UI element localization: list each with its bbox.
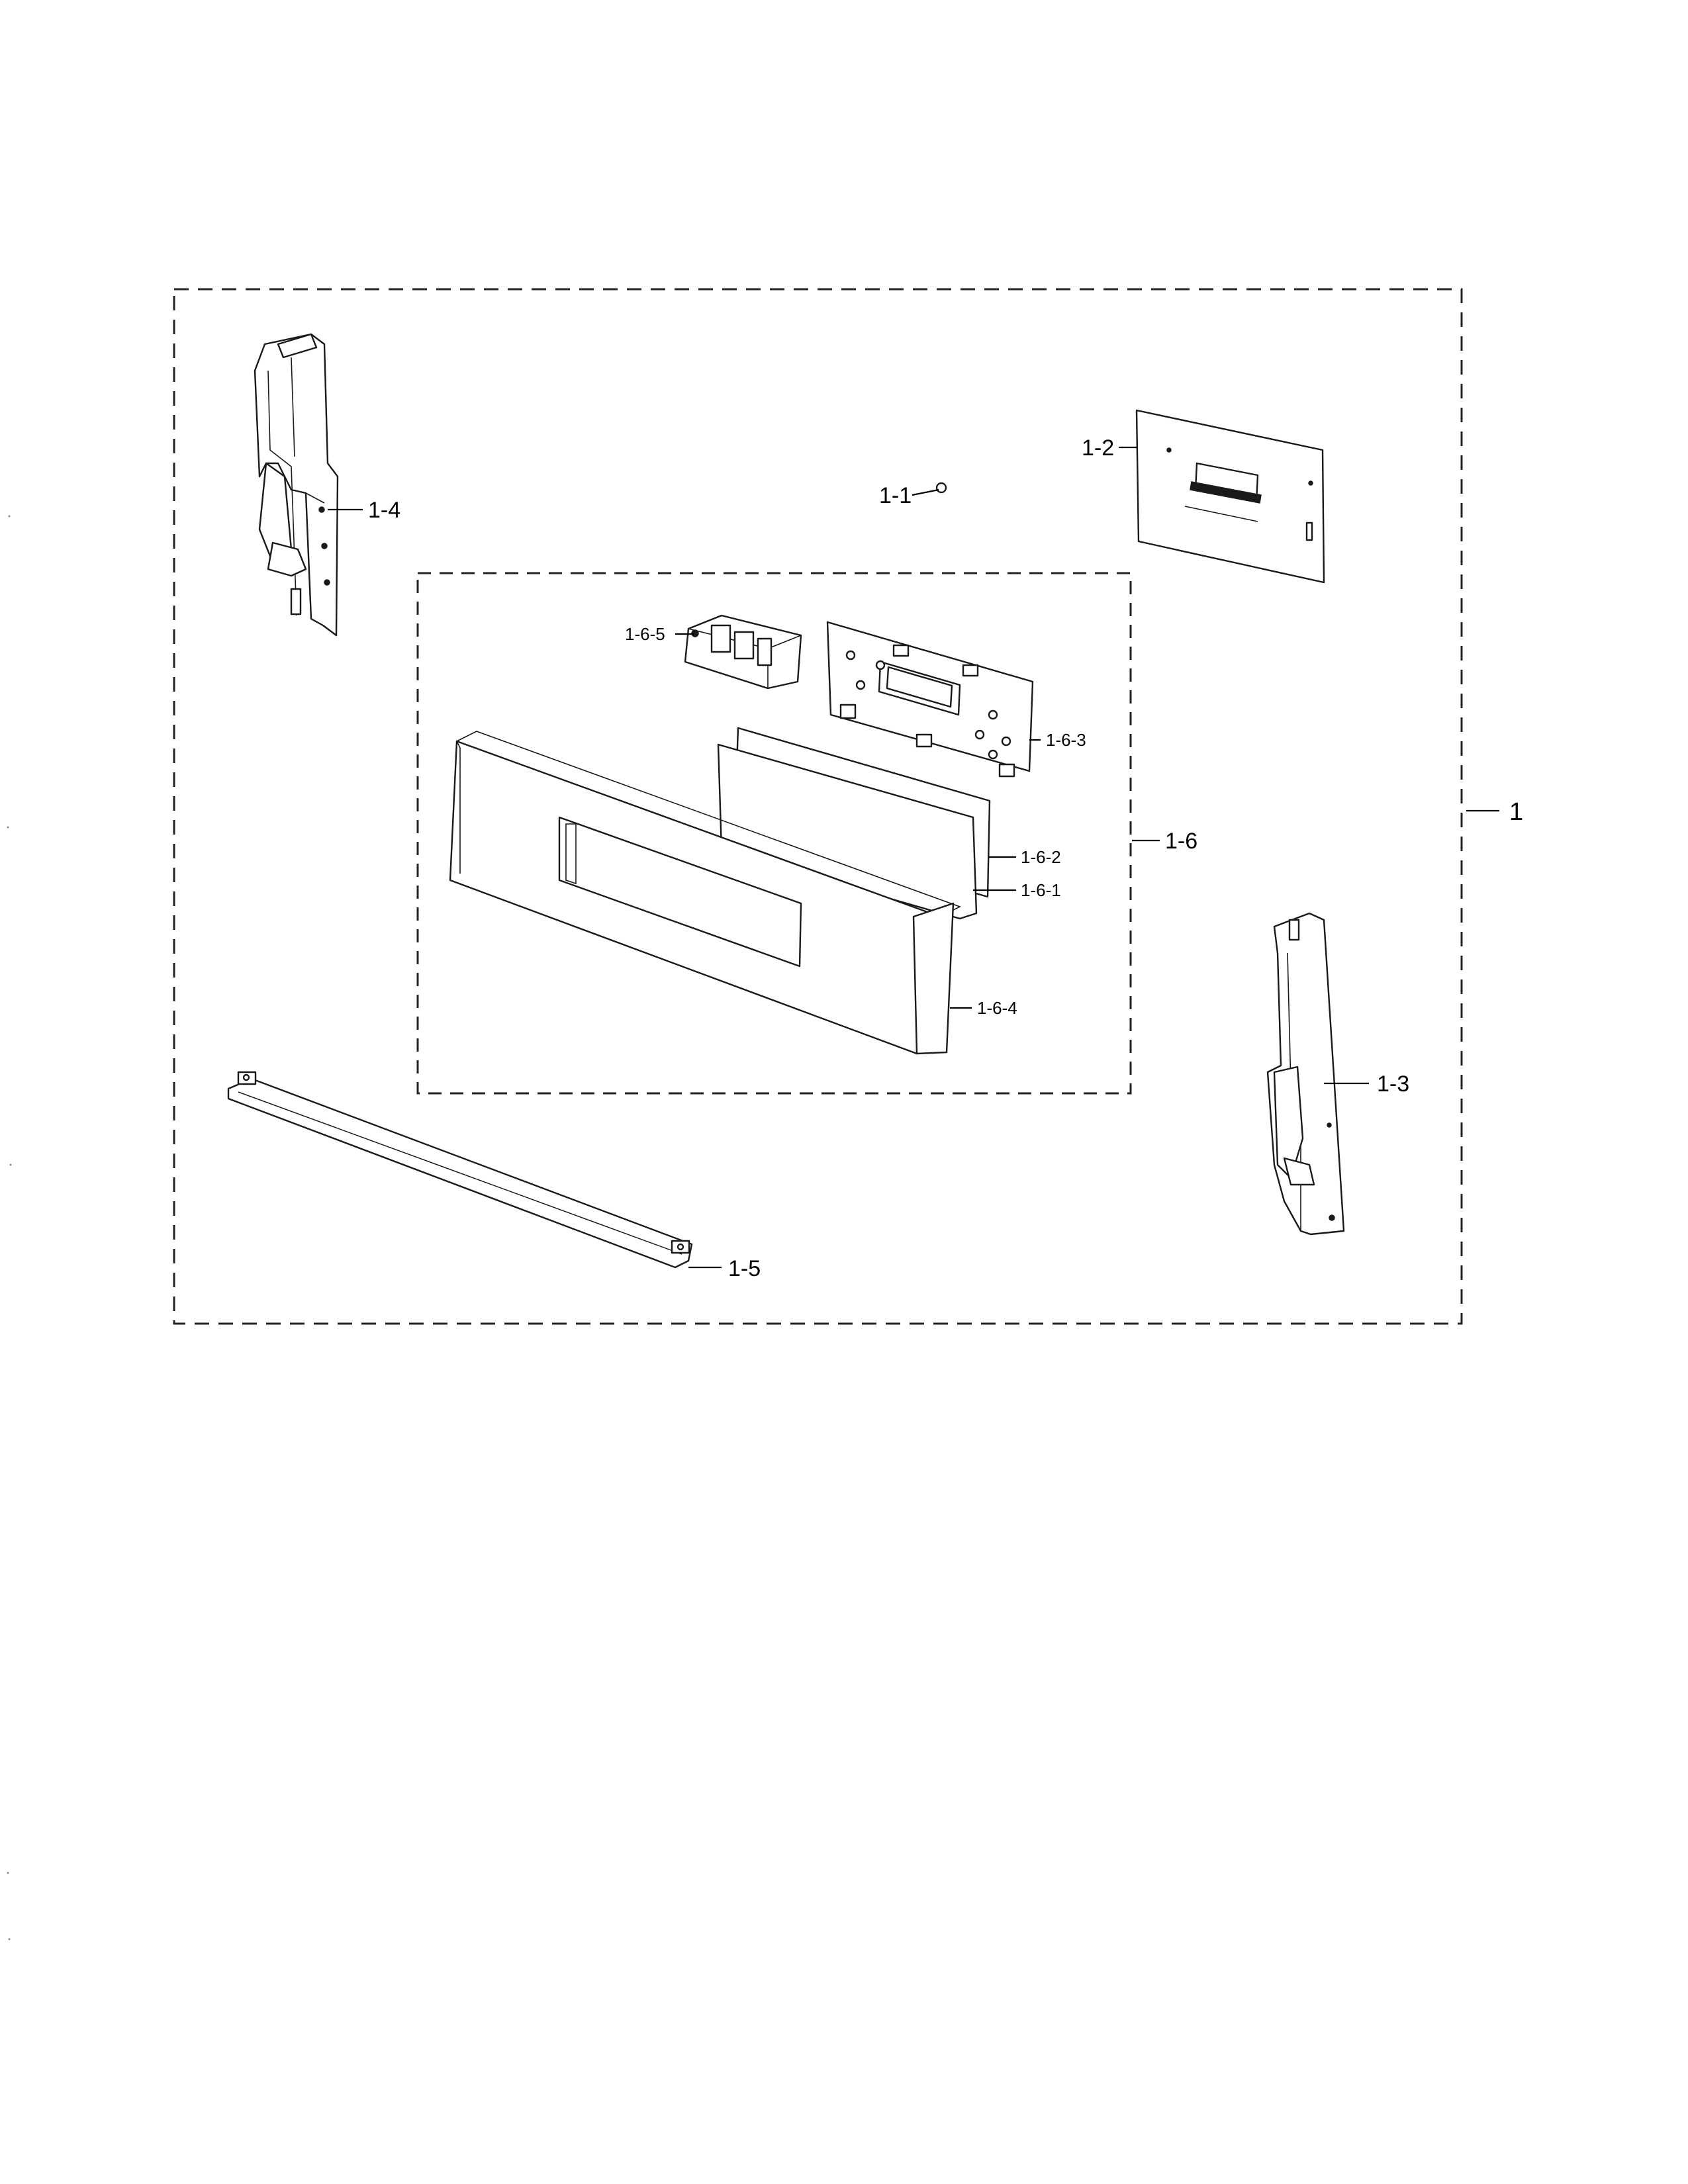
- callout-1-6: 1-6: [1165, 829, 1197, 854]
- callout-1-2: 1-2: [1082, 435, 1114, 461]
- callout-1-6-4: 1-6-4: [977, 998, 1017, 1018]
- assembly-1-boundary: [173, 288, 1463, 1325]
- scan-specks: [7, 515, 12, 1940]
- leader-1-1: [912, 488, 939, 496]
- wire-clip-part: [935, 482, 1026, 525]
- callout-1-6-5: 1-6-5: [625, 624, 665, 644]
- callout-1-3: 1-3: [1377, 1071, 1409, 1097]
- right-bracket-part: [1266, 912, 1345, 1236]
- panel-frame-part: [449, 731, 962, 1055]
- callout-1-5: 1-5: [728, 1256, 761, 1281]
- callout-1-1: 1-1: [879, 483, 912, 508]
- label-plate-part: [1135, 409, 1325, 584]
- pcb-holder-part: [826, 621, 1034, 778]
- callout-1-6-3: 1-6-3: [1046, 730, 1086, 750]
- callout-1-6-1: 1-6-1: [1021, 880, 1061, 900]
- switch-holder-part: [684, 614, 802, 690]
- callout-1: 1: [1509, 798, 1523, 826]
- window-film-part: [717, 743, 978, 920]
- callout-1-4: 1-4: [368, 498, 400, 523]
- subassembly-1-6-boundary: [416, 572, 1132, 1095]
- callout-1-6-2: 1-6-2: [1021, 847, 1061, 867]
- left-bracket-part: [254, 333, 339, 637]
- bottom-trim-part: [227, 1071, 693, 1269]
